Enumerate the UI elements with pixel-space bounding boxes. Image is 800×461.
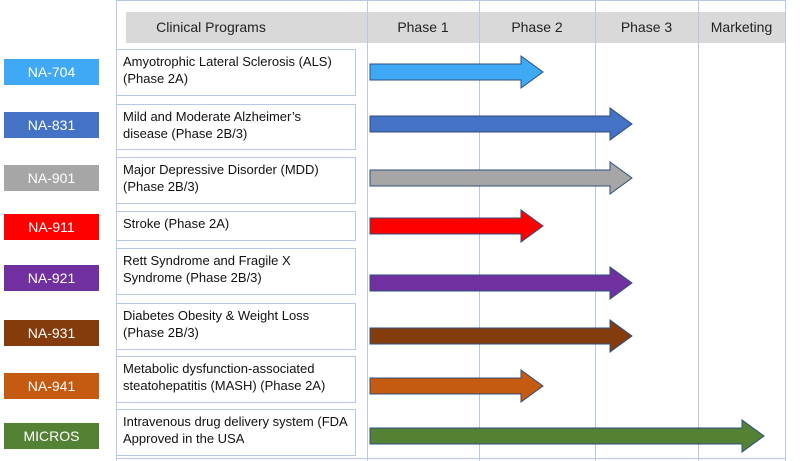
arrow-na-921 bbox=[369, 266, 633, 300]
header-phase-3: Phase 3 bbox=[620, 19, 673, 35]
badge-na-941: NA-941 bbox=[4, 373, 99, 399]
header-clinical-programs: Clinical Programs bbox=[156, 19, 266, 35]
program-box-micros: Intravenous drug delivery system (FDA Ap… bbox=[116, 409, 356, 456]
grid-line bbox=[116, 458, 786, 459]
grid-line bbox=[367, 0, 368, 461]
arrow-micros bbox=[369, 419, 765, 453]
arrow-na-911 bbox=[369, 209, 544, 243]
header-phase-2: Phase 2 bbox=[511, 19, 563, 35]
grid-line bbox=[698, 0, 699, 461]
grid-line bbox=[595, 0, 596, 461]
arrow-na-831 bbox=[369, 107, 633, 141]
program-box-na-704: Amyotrophic Lateral Sclerosis (ALS) (Pha… bbox=[116, 49, 356, 96]
arrow-na-704 bbox=[369, 55, 544, 89]
header-bar bbox=[126, 12, 785, 43]
program-box-na-941: Metabolic dysfunction-associated steatoh… bbox=[116, 356, 356, 403]
badge-na-931: NA-931 bbox=[4, 320, 99, 346]
arrow-na-941 bbox=[369, 369, 544, 403]
program-box-na-931: Diabetes Obesity & Weight Loss (Phase 2B… bbox=[116, 303, 356, 350]
grid-line bbox=[785, 0, 786, 461]
program-box-na-901: Major Depressive Disorder (MDD) (Phase 2… bbox=[116, 157, 356, 204]
arrow-na-931 bbox=[369, 319, 633, 353]
badge-na-911: NA-911 bbox=[4, 214, 99, 240]
badge-na-704: NA-704 bbox=[4, 59, 99, 85]
badge-na-831: NA-831 bbox=[4, 112, 99, 138]
header-marketing: Marketing bbox=[710, 19, 773, 35]
header-phase-1: Phase 1 bbox=[397, 19, 449, 35]
badge-na-901: NA-901 bbox=[4, 165, 99, 191]
program-box-na-911: Stroke (Phase 2A) bbox=[116, 211, 356, 241]
badge-na-921: NA-921 bbox=[4, 265, 99, 291]
grid-line bbox=[116, 0, 786, 1]
arrow-na-901 bbox=[369, 161, 633, 195]
program-box-na-831: Mild and Moderate Alzheimer’s disease (P… bbox=[116, 104, 356, 150]
program-box-na-921: Rett Syndrome and Fragile X Syndrome (Ph… bbox=[116, 248, 356, 295]
badge-micros: MICROS bbox=[4, 423, 99, 449]
